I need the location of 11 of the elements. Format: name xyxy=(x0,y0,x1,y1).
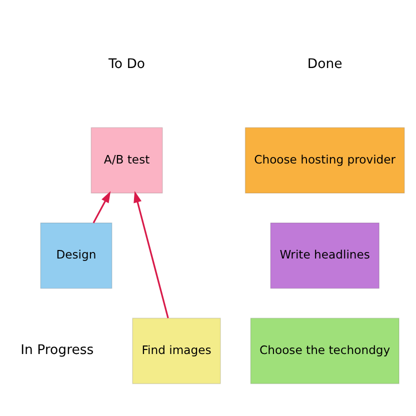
label: Done xyxy=(307,57,342,72)
node-box: Choose hosting provider xyxy=(244,127,405,194)
node-box: Find images xyxy=(132,318,221,384)
node-box: A/B test xyxy=(90,127,163,194)
node-box: Choose the techondgy xyxy=(250,318,400,384)
label: In Progress xyxy=(20,343,94,358)
node-box: Design xyxy=(40,222,112,289)
node-box: Write headlines xyxy=(270,222,380,289)
arrow xyxy=(134,190,169,318)
arrow xyxy=(92,191,111,224)
label: To Do xyxy=(108,57,146,72)
